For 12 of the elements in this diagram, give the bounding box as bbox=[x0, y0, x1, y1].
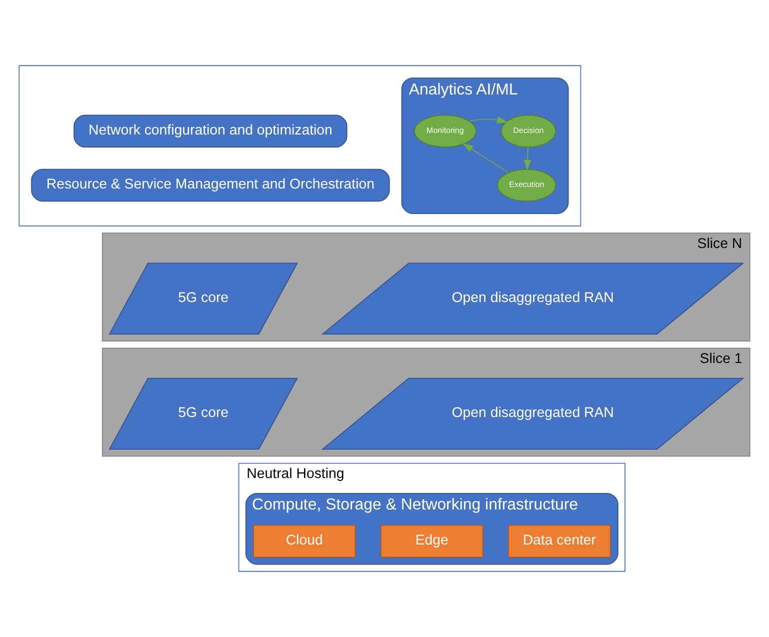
node-box: Cloud bbox=[252, 524, 356, 558]
node-box: Edge bbox=[380, 524, 484, 558]
node-ellipse: Execution bbox=[497, 168, 556, 202]
arrow bbox=[469, 116, 508, 124]
arrow bbox=[524, 146, 532, 170]
node-ellipse: Monitoring bbox=[414, 114, 476, 148]
cluster bbox=[18, 65, 582, 226]
node-ellipse: Decision bbox=[500, 114, 556, 148]
node-box: Data center bbox=[508, 524, 611, 558]
node-box: Network configuration and optimization bbox=[74, 114, 348, 148]
node-box: Resource & Service Management and Orchestration bbox=[31, 168, 390, 202]
arrow bbox=[462, 143, 509, 174]
